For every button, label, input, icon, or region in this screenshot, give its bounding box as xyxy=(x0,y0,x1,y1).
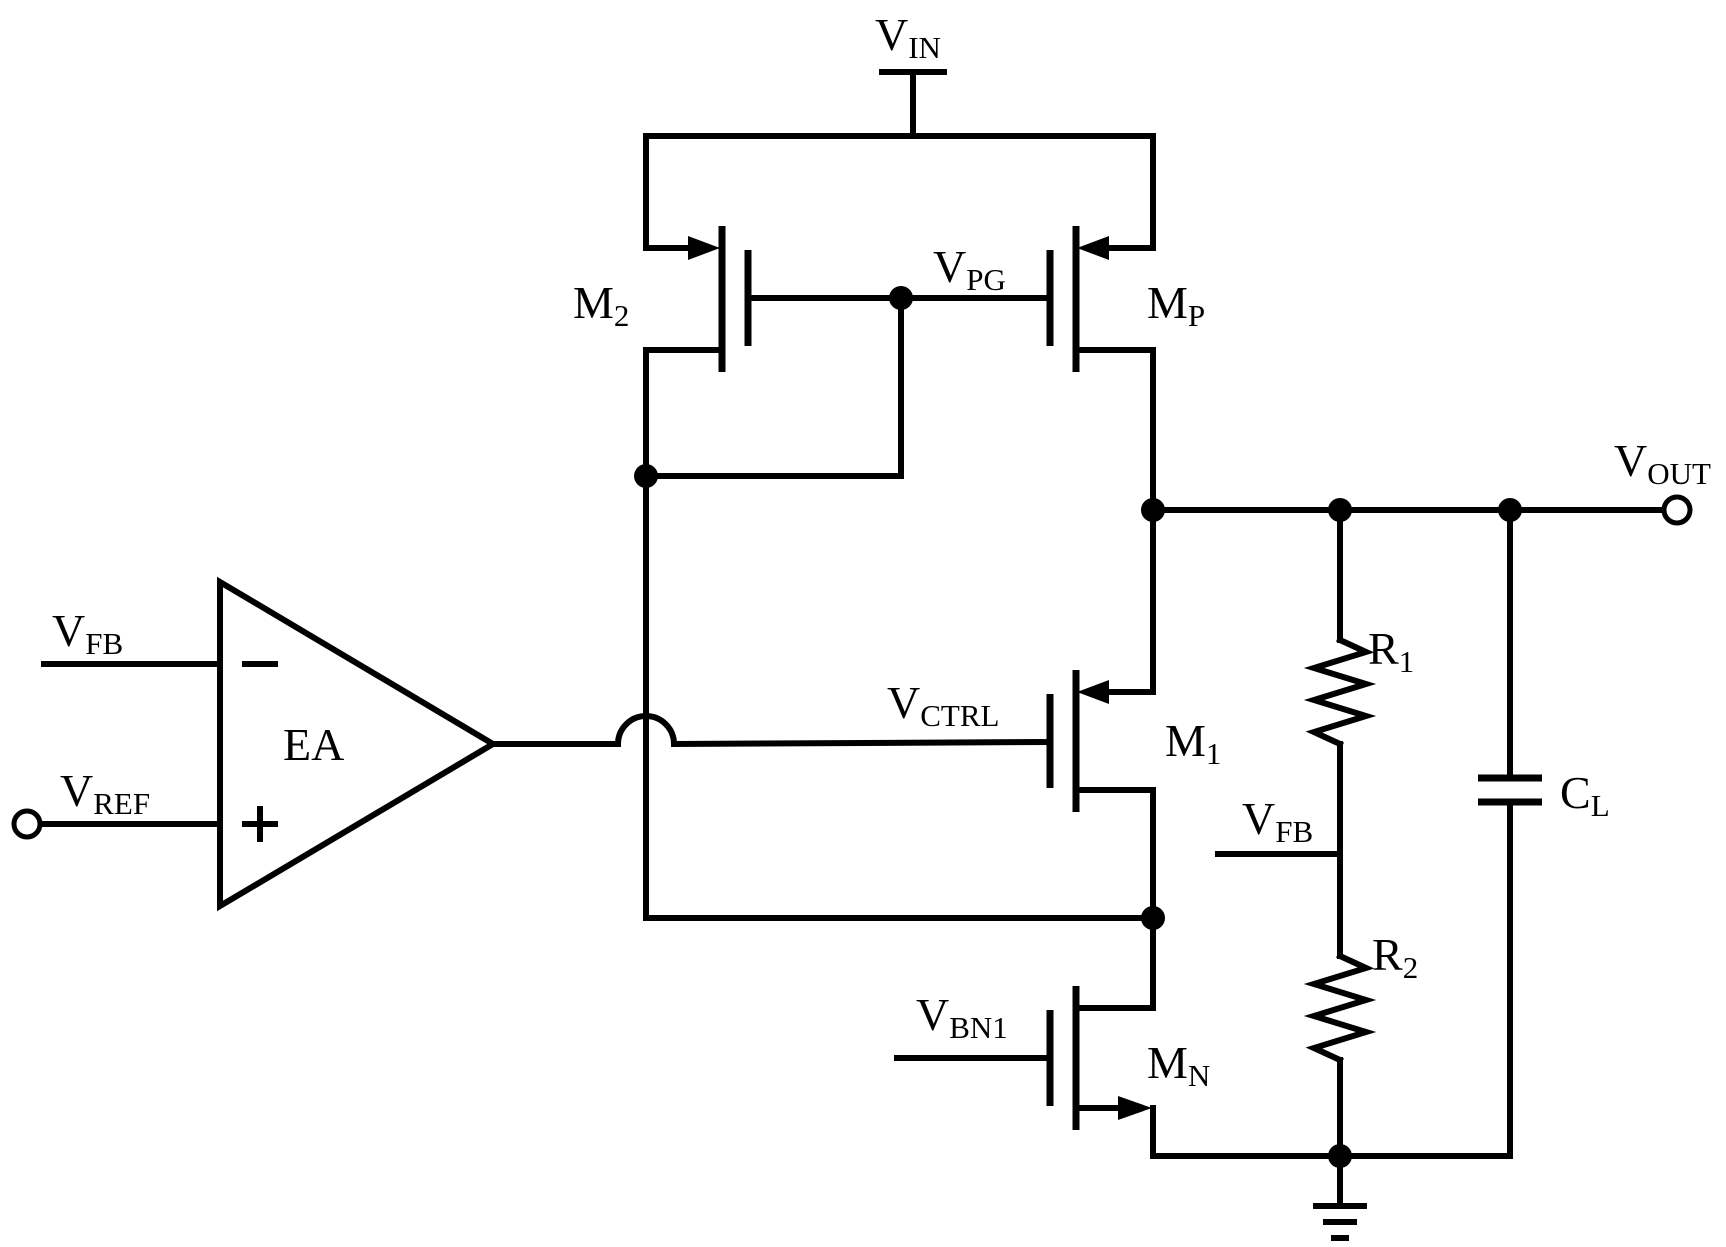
ea-label: EA xyxy=(283,719,344,770)
vfb-input-label: VFB xyxy=(52,605,123,661)
vout-terminal-icon xyxy=(1661,494,1693,526)
vctrl-net: VCTRL xyxy=(490,677,1054,748)
vref-terminal-icon xyxy=(11,808,43,840)
amplifier-triangle-icon xyxy=(217,576,499,912)
vbn1-label: VBN1 xyxy=(916,989,1008,1045)
resistor-r1-icon xyxy=(1303,636,1377,748)
vin-label: VIN xyxy=(875,9,941,65)
m1-source-arrow-icon xyxy=(1077,680,1109,704)
junction-dot xyxy=(889,286,913,310)
vfb-divider-label: VFB xyxy=(1242,793,1313,849)
mn-source-arrow-icon xyxy=(1118,1096,1152,1120)
transistor-mn: VBN1 MN xyxy=(894,915,1210,1159)
transistor-m1: M1 xyxy=(1046,507,1221,921)
ground-net xyxy=(1150,1144,1513,1241)
mn-label: MN xyxy=(1147,1037,1210,1093)
transistor-m2: M2 xyxy=(573,133,752,479)
transistor-mp: MP xyxy=(1046,133,1205,513)
mp-source-arrow-icon xyxy=(1077,236,1109,260)
cl-label: CL xyxy=(1560,767,1610,823)
vref-label: VREF xyxy=(60,765,150,821)
vout-label: VOUT xyxy=(1614,435,1711,491)
mp-label: MP xyxy=(1147,277,1205,333)
r2-label: R2 xyxy=(1372,929,1418,985)
vpg-net: VPG xyxy=(634,241,1053,488)
vctrl-label: VCTRL xyxy=(887,677,999,733)
vpg-label: VPG xyxy=(933,241,1006,297)
r1-label: R1 xyxy=(1368,623,1414,679)
resistor-divider: R1 VFB R2 xyxy=(1215,507,1418,1159)
m2-label: M2 xyxy=(573,277,629,333)
ground-icon xyxy=(1313,1203,1367,1241)
m1-label: M1 xyxy=(1165,715,1221,771)
vout-net: VOUT xyxy=(1141,435,1711,526)
m2-source-arrow-icon xyxy=(688,236,720,260)
load-capacitor: CL xyxy=(1478,507,1610,1159)
error-amplifier: EA VFB VREF xyxy=(11,576,499,912)
resistor-r2-icon xyxy=(1303,952,1377,1064)
vin-supply: VIN xyxy=(643,9,1156,139)
